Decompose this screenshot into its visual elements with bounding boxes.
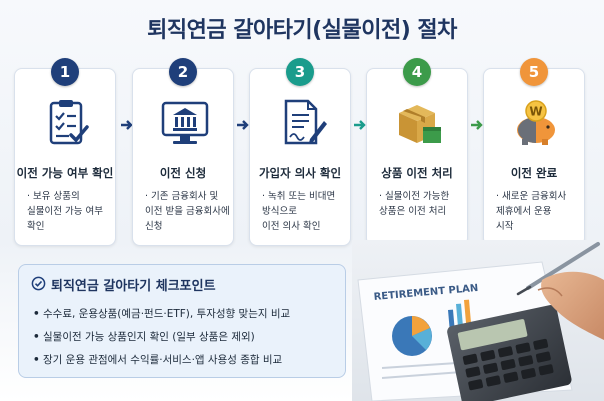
step-title: 이전 완료 bbox=[510, 166, 558, 180]
page-title: 퇴직연금 갈아타기(실물이전) 절차 bbox=[147, 18, 457, 43]
step-card-5: W 이전 완료 · 새로운 금융회사 제휴에서 운용 시작 bbox=[483, 68, 585, 246]
signature-document-icon bbox=[284, 99, 327, 145]
desc-line: 신청 bbox=[145, 221, 163, 232]
arrow-right-icon bbox=[471, 120, 483, 130]
desc-line: 이전 의사 확인 bbox=[262, 221, 321, 232]
checkpoint-title: 퇴직연금 갈아타기 체크포인트 bbox=[51, 279, 216, 294]
svg-text:W: W bbox=[529, 105, 542, 119]
package-box-icon bbox=[399, 105, 441, 143]
desc-line: · 녹취 또는 비대면 bbox=[262, 191, 336, 202]
step-title: 이전 신청 bbox=[159, 166, 207, 180]
list-item: •장기 운용 관점에서 수익률·서비스·앱 사용성 종합 비교 bbox=[33, 354, 283, 366]
checklist-icon bbox=[49, 100, 89, 145]
step-description: · 실물이전 가능한 상품은 이전 처리 bbox=[379, 189, 465, 219]
desc-line: · 기존 금융회사 및 bbox=[145, 191, 219, 202]
step-number-badge: 2 bbox=[169, 58, 197, 86]
arrow-right-icon bbox=[237, 120, 249, 130]
list-item: •실물이전 가능 상품인지 확인 (일부 상품은 제외) bbox=[33, 331, 255, 343]
checkpoint-panel: 퇴직연금 갈아타기 체크포인트 •수수료, 운용상품(예금·펀드·ETF), 투… bbox=[18, 264, 346, 378]
desc-line: · 보유 상품의 bbox=[27, 191, 80, 202]
step-number-badge: 5 bbox=[520, 58, 548, 86]
step-number-badge: 3 bbox=[286, 58, 314, 86]
checkpoint-text: 실물이전 가능 상품인지 확인 (일부 상품은 제외) bbox=[43, 331, 255, 343]
step-title: 가입자 의사 확인 bbox=[258, 166, 342, 180]
step-title: 이전 가능 여부 확인 bbox=[16, 166, 114, 180]
step-card-3: 가입자 의사 확인 · 녹취 또는 비대면 방식으로 이전 의사 확인 bbox=[249, 68, 351, 246]
step-card-4: 상품 이전 처리 · 실물이전 가능한 상품은 이전 처리 bbox=[366, 68, 468, 246]
desc-line: · 실물이전 가능한 bbox=[379, 191, 450, 202]
retirement-plan-photo: RETIREMENT PLAN bbox=[352, 240, 604, 401]
step-card-2: 이전 신청 · 기존 금융회사 및 이전 받을 금융회사에 신청 bbox=[132, 68, 234, 246]
desc-line: 방식으로 bbox=[262, 206, 297, 217]
desc-line: 시작 bbox=[496, 221, 514, 232]
procedure-steps: 이전 가능 여부 확인 · 보유 상품의 실물이전 가능 여부 확인 1 이전 … bbox=[14, 58, 590, 248]
checkpoint-list: •수수료, 운용상품(예금·펀드·ETF), 투자성향 맞는지 비교 •실물이전… bbox=[33, 303, 343, 372]
step-description: · 기존 금융회사 및 이전 받을 금융회사에 신청 bbox=[145, 189, 231, 234]
desc-line: 제휴에서 운용 bbox=[496, 206, 552, 217]
arrow-right-icon bbox=[121, 120, 133, 130]
check-circle-icon bbox=[31, 276, 46, 291]
desc-line: · 새로운 금융회사 bbox=[496, 191, 567, 202]
step-description: · 보유 상품의 실물이전 가능 여부 확인 bbox=[27, 189, 113, 234]
desc-line: 확인 bbox=[27, 221, 45, 232]
step-number-badge: 4 bbox=[403, 58, 431, 86]
checkpoint-text: 수수료, 운용상품(예금·펀드·ETF), 투자성향 맞는지 비교 bbox=[43, 308, 291, 320]
desc-line: 실물이전 가능 여부 bbox=[27, 206, 103, 217]
bank-monitor-icon bbox=[161, 101, 209, 144]
arrow-right-icon bbox=[354, 120, 366, 130]
checkpoint-text: 장기 운용 관점에서 수익률·서비스·앱 사용성 종합 비교 bbox=[43, 354, 283, 366]
piggy-bank-icon: W bbox=[517, 100, 555, 145]
step-description: · 새로운 금융회사 제휴에서 운용 시작 bbox=[496, 189, 582, 234]
desc-line: 상품은 이전 처리 bbox=[379, 206, 447, 217]
list-item: •수수료, 운용상품(예금·펀드·ETF), 투자성향 맞는지 비교 bbox=[33, 308, 291, 320]
desc-line: 이전 받을 금융회사에 bbox=[145, 206, 230, 217]
step-number-badge: 1 bbox=[51, 58, 79, 86]
step-card-1: 이전 가능 여부 확인 · 보유 상품의 실물이전 가능 여부 확인 bbox=[14, 68, 116, 246]
step-description: · 녹취 또는 비대면 방식으로 이전 의사 확인 bbox=[262, 189, 348, 234]
step-title: 상품 이전 처리 bbox=[381, 166, 453, 180]
